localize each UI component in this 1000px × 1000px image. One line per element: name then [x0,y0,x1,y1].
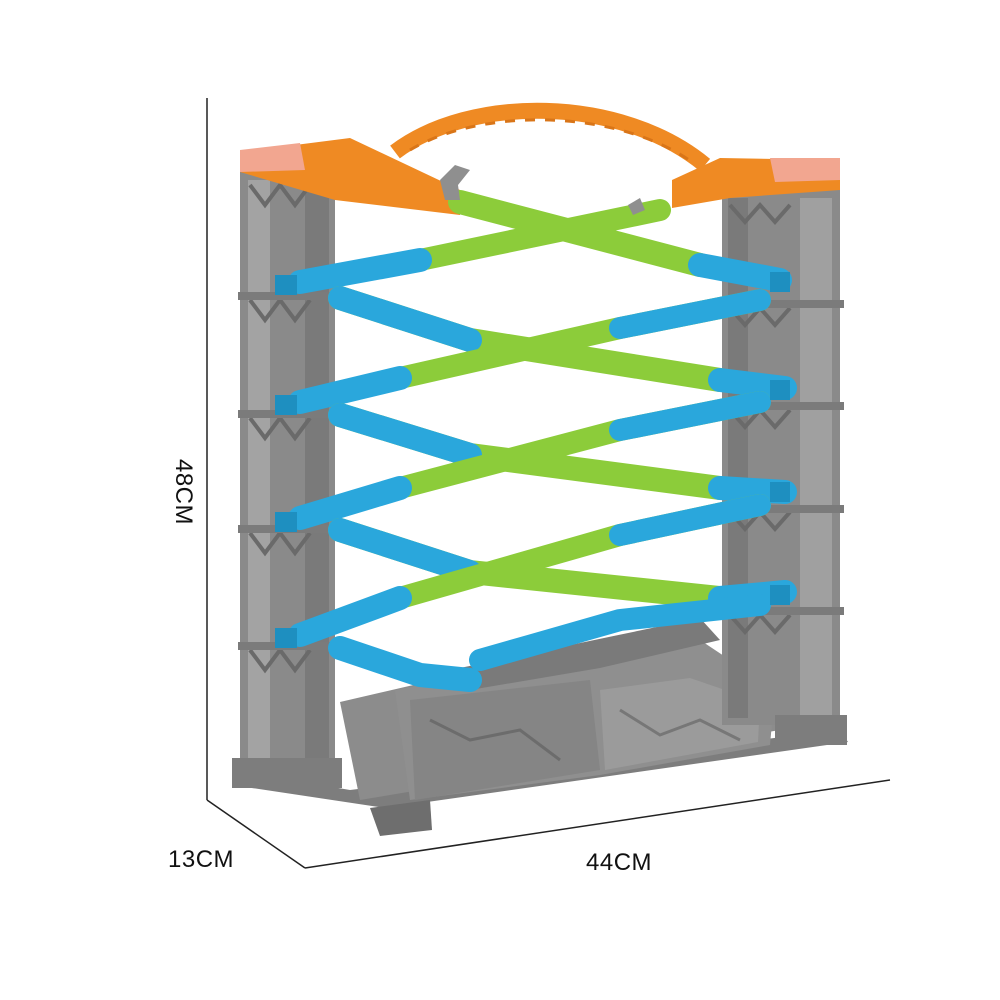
top-deck [240,102,840,215]
left-tower [232,172,342,788]
rocky-ramp [395,618,775,800]
width-dimension-label: 44CM [586,849,653,876]
dimension-lines [206,98,891,869]
orange-arch [390,102,711,172]
width-dimension-line [304,779,891,869]
depth-dimension-label: 13CM [168,846,235,873]
track-ramps [288,190,797,692]
track-brackets [275,272,790,648]
height-dimension-label: 48CM [170,458,198,526]
launch-levers [440,165,645,215]
depth-dimension-line [206,799,306,869]
